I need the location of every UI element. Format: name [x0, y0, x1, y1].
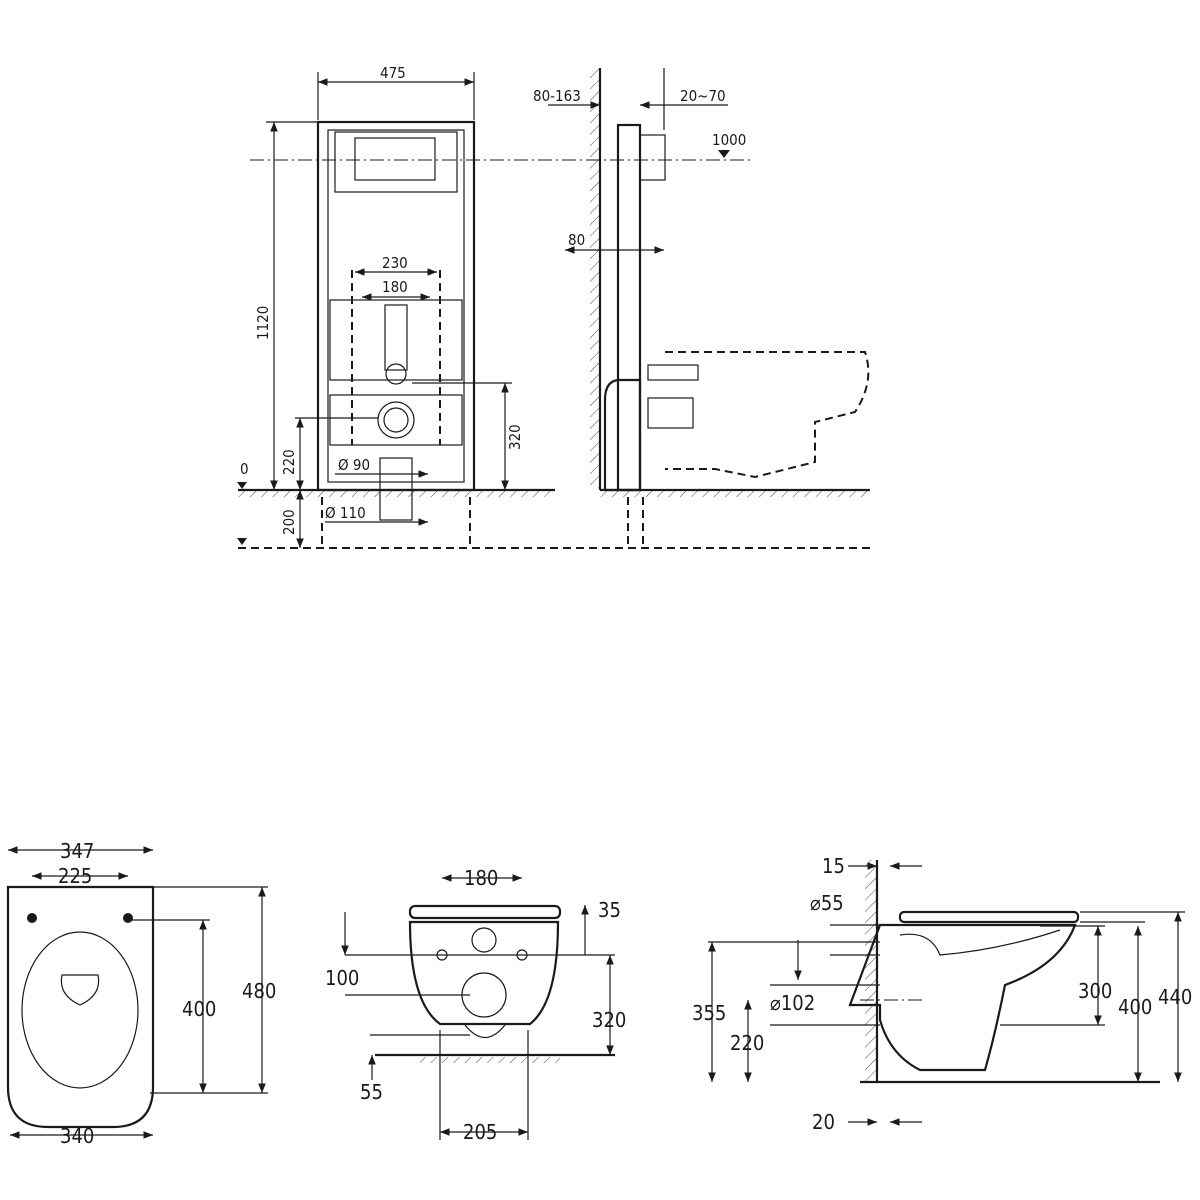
- level-marker-icon: [718, 150, 730, 158]
- dim-340: 340: [60, 1124, 94, 1148]
- dim-220: 220: [280, 449, 298, 475]
- level-marker-icon: [237, 482, 247, 489]
- dim-480: 480: [242, 979, 276, 1003]
- bowl-side-view: 15 ⌀55 355 ⌀102 220 300 400 440 20: [692, 854, 1192, 1134]
- dim-80-163: 80-163: [533, 87, 581, 105]
- dim-205: 205: [463, 1120, 497, 1144]
- dim-225: 225: [58, 864, 92, 888]
- dim-400: 400: [1118, 995, 1152, 1019]
- dim-220: 220: [730, 1031, 764, 1055]
- dim-400: 400: [182, 997, 216, 1021]
- dim-d102: ⌀102: [770, 991, 815, 1015]
- dim-d90: Ø 90: [338, 456, 370, 474]
- dim-100: 100: [325, 966, 359, 990]
- dim-230: 230: [382, 254, 408, 272]
- dim-300: 300: [1078, 979, 1112, 1003]
- dim-347: 347: [60, 839, 94, 863]
- frame-front-view: 475 1120 230 180 320 220 200 0 Ø 90 Ø 11…: [237, 64, 870, 549]
- dim-355: 355: [692, 1001, 726, 1025]
- dim-55: 55: [360, 1080, 383, 1104]
- bowl-top-view: 347 225 480 400 340: [6, 839, 276, 1148]
- dim-80: 80: [568, 231, 585, 249]
- dim-35: 35: [598, 898, 621, 922]
- dim-15: 15: [822, 854, 845, 878]
- bowl-rear-view: 180 35 100 320 55 205: [325, 866, 626, 1144]
- dim-320: 320: [506, 424, 524, 450]
- dim-20-70: 20~70: [680, 87, 726, 105]
- dim-20: 20: [812, 1110, 835, 1134]
- dim-180: 180: [464, 866, 498, 890]
- dim-180: 180: [382, 278, 408, 296]
- dim-height: 1120: [254, 306, 272, 340]
- dim-440: 440: [1158, 985, 1192, 1009]
- level-marker-icon: [237, 538, 247, 545]
- dim-200: 200: [280, 509, 298, 535]
- level-0: 0: [240, 460, 249, 478]
- frame-side-view: 80-163 20~70 1000 80: [533, 68, 870, 548]
- dim-1000: 1000: [712, 131, 746, 149]
- dim-d55: ⌀55: [810, 891, 844, 915]
- dim-d110: Ø 110: [325, 504, 366, 522]
- dim-width: 475: [380, 64, 406, 82]
- dim-320: 320: [592, 1008, 626, 1032]
